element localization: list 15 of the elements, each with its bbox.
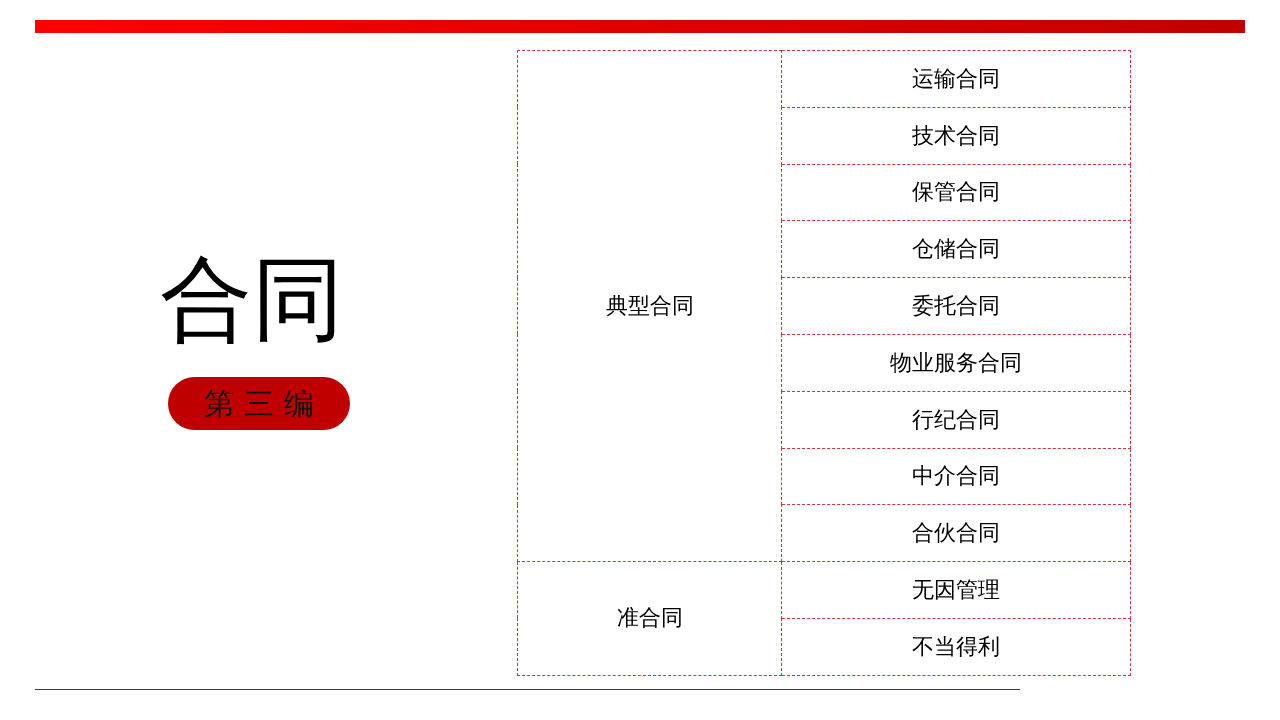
- contract-type-cell: 不当得利: [781, 618, 1131, 676]
- contract-type-cell: 无因管理: [781, 561, 1131, 619]
- contract-type-cell: 中介合同: [781, 448, 1131, 505]
- category-cell: 准合同: [517, 561, 782, 676]
- contract-type-cell: 运输合同: [781, 50, 1131, 108]
- contract-type-cell: 合伙合同: [781, 504, 1131, 562]
- contract-type-cell: 保管合同: [781, 164, 1131, 221]
- contract-type-cell: 行纪合同: [781, 391, 1131, 449]
- contract-type-cell: 仓储合同: [781, 220, 1131, 278]
- section-pill: 第 三 编: [168, 377, 350, 430]
- contract-type-cell: 物业服务合同: [781, 334, 1131, 392]
- category-cell: 典型合同: [517, 50, 782, 562]
- contract-type-cell: 委托合同: [781, 277, 1131, 335]
- contract-type-cell: 技术合同: [781, 107, 1131, 165]
- title: 合同: [160, 245, 344, 355]
